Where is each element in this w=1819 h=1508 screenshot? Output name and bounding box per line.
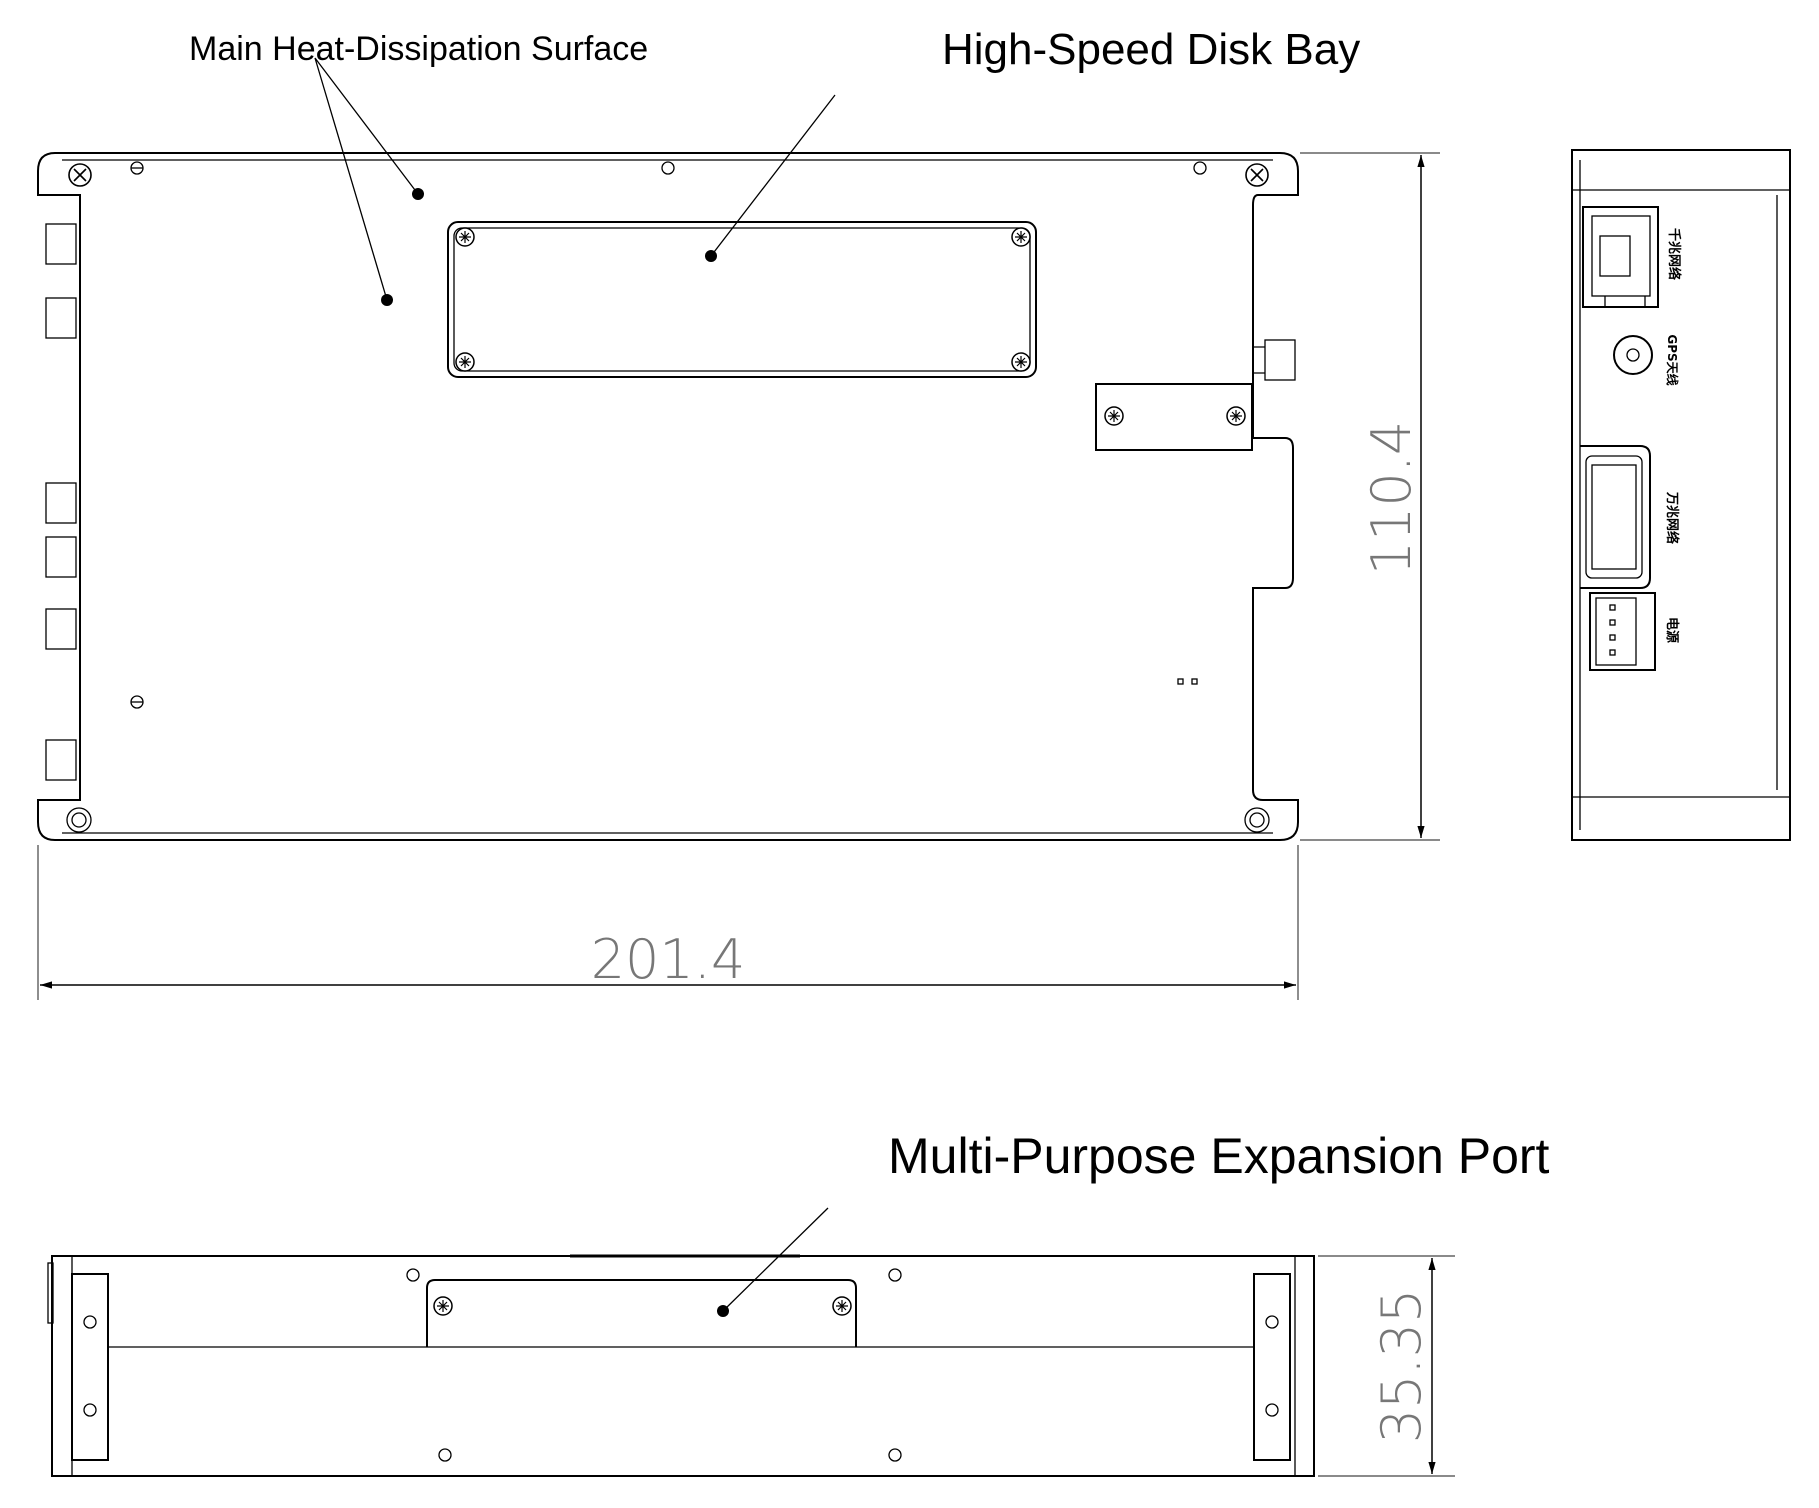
small-hole-icon <box>130 695 144 709</box>
right-bracket <box>1095 383 1253 451</box>
small-hole-icon <box>130 161 144 175</box>
gigabit-port <box>1582 206 1659 308</box>
front-view-outline <box>51 1255 1315 1477</box>
power-port <box>1589 592 1656 671</box>
width-dimension-label: 201.4 <box>591 928 746 991</box>
height-dimension <box>1300 152 1440 841</box>
screw-icon <box>1226 406 1246 426</box>
small-hole-icon <box>661 161 675 175</box>
expansion-port-cover <box>426 1279 857 1347</box>
mount-hole-icon <box>66 807 92 833</box>
screw-icon <box>832 1296 852 1316</box>
leader-line <box>710 94 836 257</box>
corner-screw-icon <box>68 163 92 187</box>
screw-icon <box>1104 406 1124 426</box>
screw-icon <box>455 227 475 247</box>
front-view <box>47 1207 1315 1477</box>
ten-gigabit-label: 万兆网络 <box>1664 491 1680 544</box>
expansion-port-callout: Multi-Purpose Expansion Port <box>888 1128 1550 1184</box>
screw-icon <box>433 1296 453 1316</box>
gigabit-label: 千兆网络 <box>1666 228 1682 280</box>
callout-dot <box>705 250 717 262</box>
small-hole-icon <box>1193 161 1207 175</box>
screw-icon <box>1011 352 1031 372</box>
side-view-outline <box>1571 149 1791 841</box>
side-view: 千兆网络 GPS天线 万兆网络 电源 <box>1571 149 1791 841</box>
gps-antenna-icon <box>1613 335 1653 375</box>
leader-line <box>314 57 419 301</box>
leader-line <box>722 1207 829 1312</box>
disk-bay-callout: High-Speed Disk Bay <box>942 25 1360 74</box>
screw-icon <box>1011 227 1031 247</box>
heat-surface-callout: Main Heat-Dissipation Surface <box>189 30 648 68</box>
power-label: 电源 <box>1664 617 1680 643</box>
disk-bay-cover <box>447 221 1037 378</box>
corner-screw-icon <box>1245 163 1269 187</box>
height-dimension-label: 110.4 <box>1360 421 1423 576</box>
width-dimension <box>37 845 1299 1000</box>
antenna-stub <box>1264 339 1296 381</box>
top-view-outline <box>37 152 1299 841</box>
top-view <box>37 57 1299 841</box>
thickness-dimension <box>1318 1255 1455 1477</box>
thickness-dimension-label: 35.35 <box>1370 1289 1433 1444</box>
side-connectors-left <box>45 223 77 781</box>
screw-icon <box>455 352 475 372</box>
mount-hole-icon <box>1244 807 1270 833</box>
ten-gigabit-port <box>1580 445 1651 589</box>
gps-label: GPS天线 <box>1665 334 1680 385</box>
